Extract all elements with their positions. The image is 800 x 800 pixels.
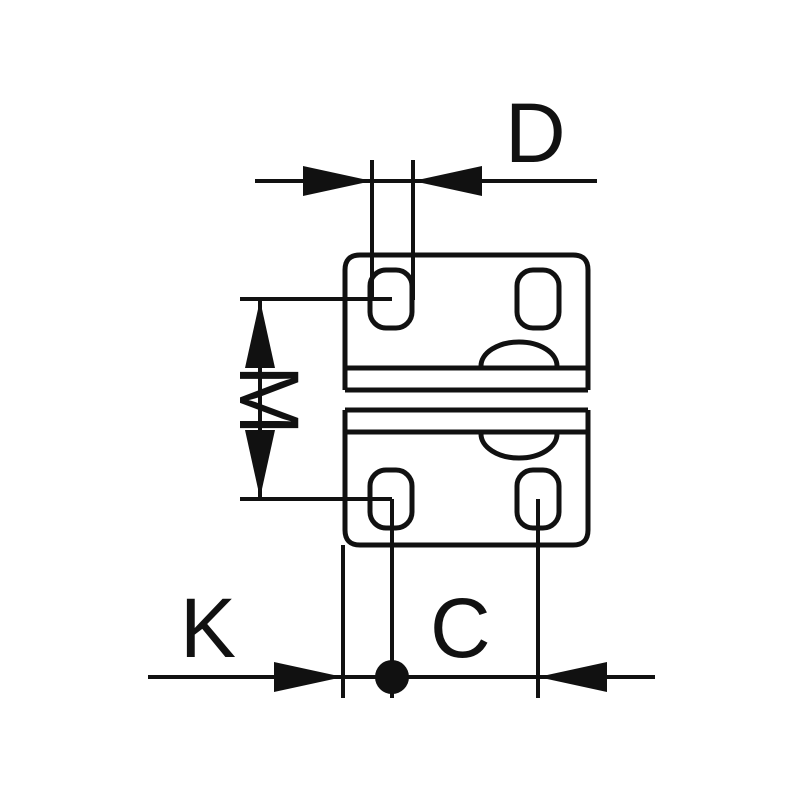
lower-hinge-leaf xyxy=(342,407,591,548)
datum-dot xyxy=(375,660,409,694)
arrowhead-c xyxy=(538,662,607,692)
label-m: M xyxy=(222,365,316,435)
dimension-d: D xyxy=(255,86,597,300)
arrowhead-k xyxy=(274,662,343,692)
dimension-k-c: K C xyxy=(148,499,655,698)
dimension-m: M xyxy=(222,297,392,501)
upper-hinge-leaf xyxy=(342,252,591,393)
arrowhead-d-left xyxy=(303,166,372,196)
label-k: K xyxy=(180,581,236,675)
upper-right-slot xyxy=(514,267,562,331)
label-d: D xyxy=(505,86,566,180)
arrowhead-d-right xyxy=(413,166,482,196)
label-c: C xyxy=(430,581,491,675)
arrowhead-m-top xyxy=(245,300,275,368)
arrowhead-m-bottom xyxy=(245,430,275,498)
